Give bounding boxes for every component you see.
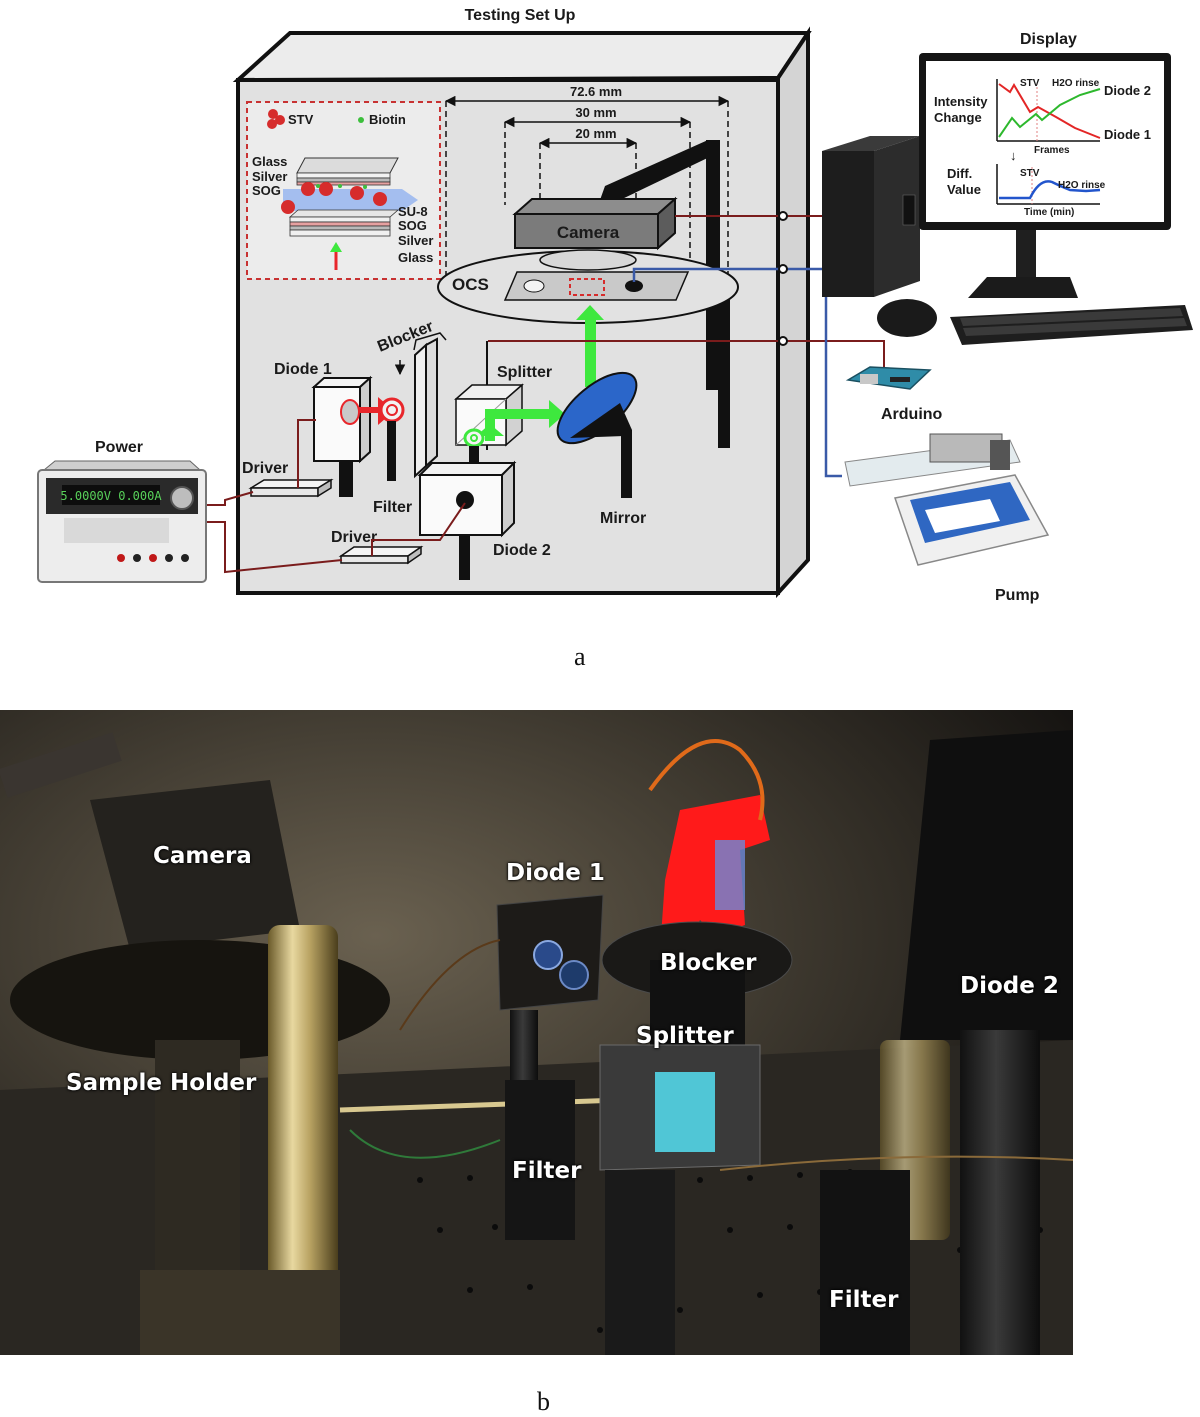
camera-label: Camera (557, 223, 620, 242)
photo-label-blocker: Blocker (660, 950, 757, 976)
biotin-legend-icon (358, 117, 364, 123)
diff-value-line (999, 180, 1101, 200)
photo-illustration (0, 710, 1073, 1355)
layer-label-sog-top: SOG (252, 183, 281, 198)
diode2-label: Diode 2 (493, 542, 551, 559)
inset-green-arrow-icon (330, 242, 342, 252)
stv-legend-label: STV (288, 112, 314, 127)
setup-diagram: Testing Set Up STV Biotin (37, 7, 1193, 604)
top-layer-stack (296, 157, 399, 186)
down-arrow-icon: ↓ (1010, 148, 1017, 163)
layer-label-sog-bottom: SOG (398, 218, 427, 233)
filter-1 (379, 397, 405, 481)
splitter-post (605, 1170, 675, 1355)
power-readout: 5.0000V 0.000A (60, 489, 162, 503)
arduino-board (845, 366, 932, 390)
dimension-lines (444, 95, 730, 290)
sample-outlet (625, 280, 643, 292)
sample-inlet (523, 279, 545, 293)
diff-legend-h2o: H2O rinse (1058, 180, 1106, 191)
layer-label-su8: SU-8 (398, 204, 428, 219)
camera-stand (600, 140, 730, 448)
holder-post (155, 1040, 240, 1300)
diode2-mount (900, 730, 1073, 1040)
layer-label-glass-top: Glass (252, 154, 287, 169)
photo-label-camera: Camera (153, 843, 252, 869)
time-xlabel: Time (min) (1024, 207, 1074, 218)
layer-label-silver-top: Silver (252, 169, 287, 184)
monitor-chart-diff (996, 164, 1101, 205)
green-beams (476, 305, 604, 441)
pc-tower (822, 136, 920, 297)
photo-label-diode2: Diode 2 (960, 973, 1059, 999)
splitter-label: Splitter (497, 364, 552, 381)
filter-label: Filter (373, 499, 412, 516)
camera-body (90, 780, 300, 950)
biotin-legend-label: Biotin (369, 112, 406, 127)
filter1-post (505, 1080, 575, 1240)
keyboard-keys (960, 308, 1187, 336)
blocker (414, 337, 488, 479)
diode2-series-line (998, 88, 1101, 138)
syringe-pump (844, 433, 1050, 566)
layer-label-glass-bottom: Glass (398, 250, 433, 265)
diode-2 (417, 460, 517, 580)
monitor-chart-intensity (996, 79, 1101, 142)
diff-legend-stv: STV (1020, 168, 1040, 179)
filter2-post (820, 1170, 910, 1355)
power-label: Power (95, 439, 143, 456)
signal-wires (205, 215, 910, 574)
caption-a: a (574, 642, 586, 671)
photo-label-sample-holder: Sample Holder (66, 1070, 257, 1096)
diode1-label: Diode 1 (274, 361, 332, 378)
photo-label-filter-2: Filter (829, 1287, 899, 1313)
photo-label-splitter: Splitter (636, 1023, 734, 1049)
dimension-label-72mm: 72.6 mm (570, 84, 622, 99)
setup-photo: Camera Diode 1 Blocker Diode 2 Splitter … (0, 710, 1073, 1355)
diode-1 (311, 375, 373, 497)
dimension-label-30mm: 30 mm (575, 105, 616, 120)
mouse (877, 299, 937, 337)
intensity-legend-h2o: H2O rinse (1052, 78, 1100, 89)
photo-label-filter-1: Filter (512, 1158, 582, 1184)
bottom-layer-stack (288, 209, 400, 237)
camera-lens (539, 249, 637, 271)
dimension-label-20mm: 20 mm (575, 126, 616, 141)
camera-body (512, 196, 678, 251)
port-connectors (778, 211, 788, 346)
mirror-label: Mirror (600, 510, 646, 527)
biotin-particles (316, 184, 367, 189)
driver2-label: Driver (331, 529, 377, 546)
sensor-area-marker (569, 278, 605, 296)
diode1-series-line (998, 83, 1101, 139)
display-label: Display (1020, 31, 1077, 48)
sensor-layer-inset: STV Biotin Glass Silver SOG SU-8 (246, 101, 441, 280)
power-supply (37, 460, 207, 583)
diff-ylabel-2: Value (947, 182, 981, 197)
pump-label: Pump (995, 587, 1040, 604)
intensity-ylabel-2: Change (934, 110, 982, 125)
diode1-series-label: Diode 1 (1104, 127, 1151, 142)
brass-post (268, 925, 338, 1285)
arduino-label: Arduino (881, 406, 943, 423)
frames-xlabel: Frames (1034, 145, 1070, 156)
diff-ylabel-1: Diff. (947, 166, 972, 181)
splitter-glass (655, 1072, 715, 1152)
camera-cable (0, 732, 122, 798)
stv-particles (281, 182, 387, 214)
caption-b: b (537, 1387, 550, 1416)
mirror (556, 371, 638, 498)
intensity-ylabel-1: Intensity (934, 94, 988, 109)
ocs-label: OCS (452, 275, 489, 294)
filter-2 (463, 428, 485, 448)
diode2-series-label: Diode 2 (1104, 83, 1151, 98)
photo-label-diode1: Diode 1 (506, 860, 605, 886)
layer-label-silver-bottom: Silver (398, 233, 433, 248)
diagram-title: Testing Set Up (465, 7, 576, 24)
driver1-label: Driver (242, 460, 288, 477)
stv-legend-icon (267, 109, 285, 129)
holder-base (140, 1270, 340, 1355)
intensity-legend-stv: STV (1020, 78, 1040, 89)
sample-slide (503, 271, 690, 301)
